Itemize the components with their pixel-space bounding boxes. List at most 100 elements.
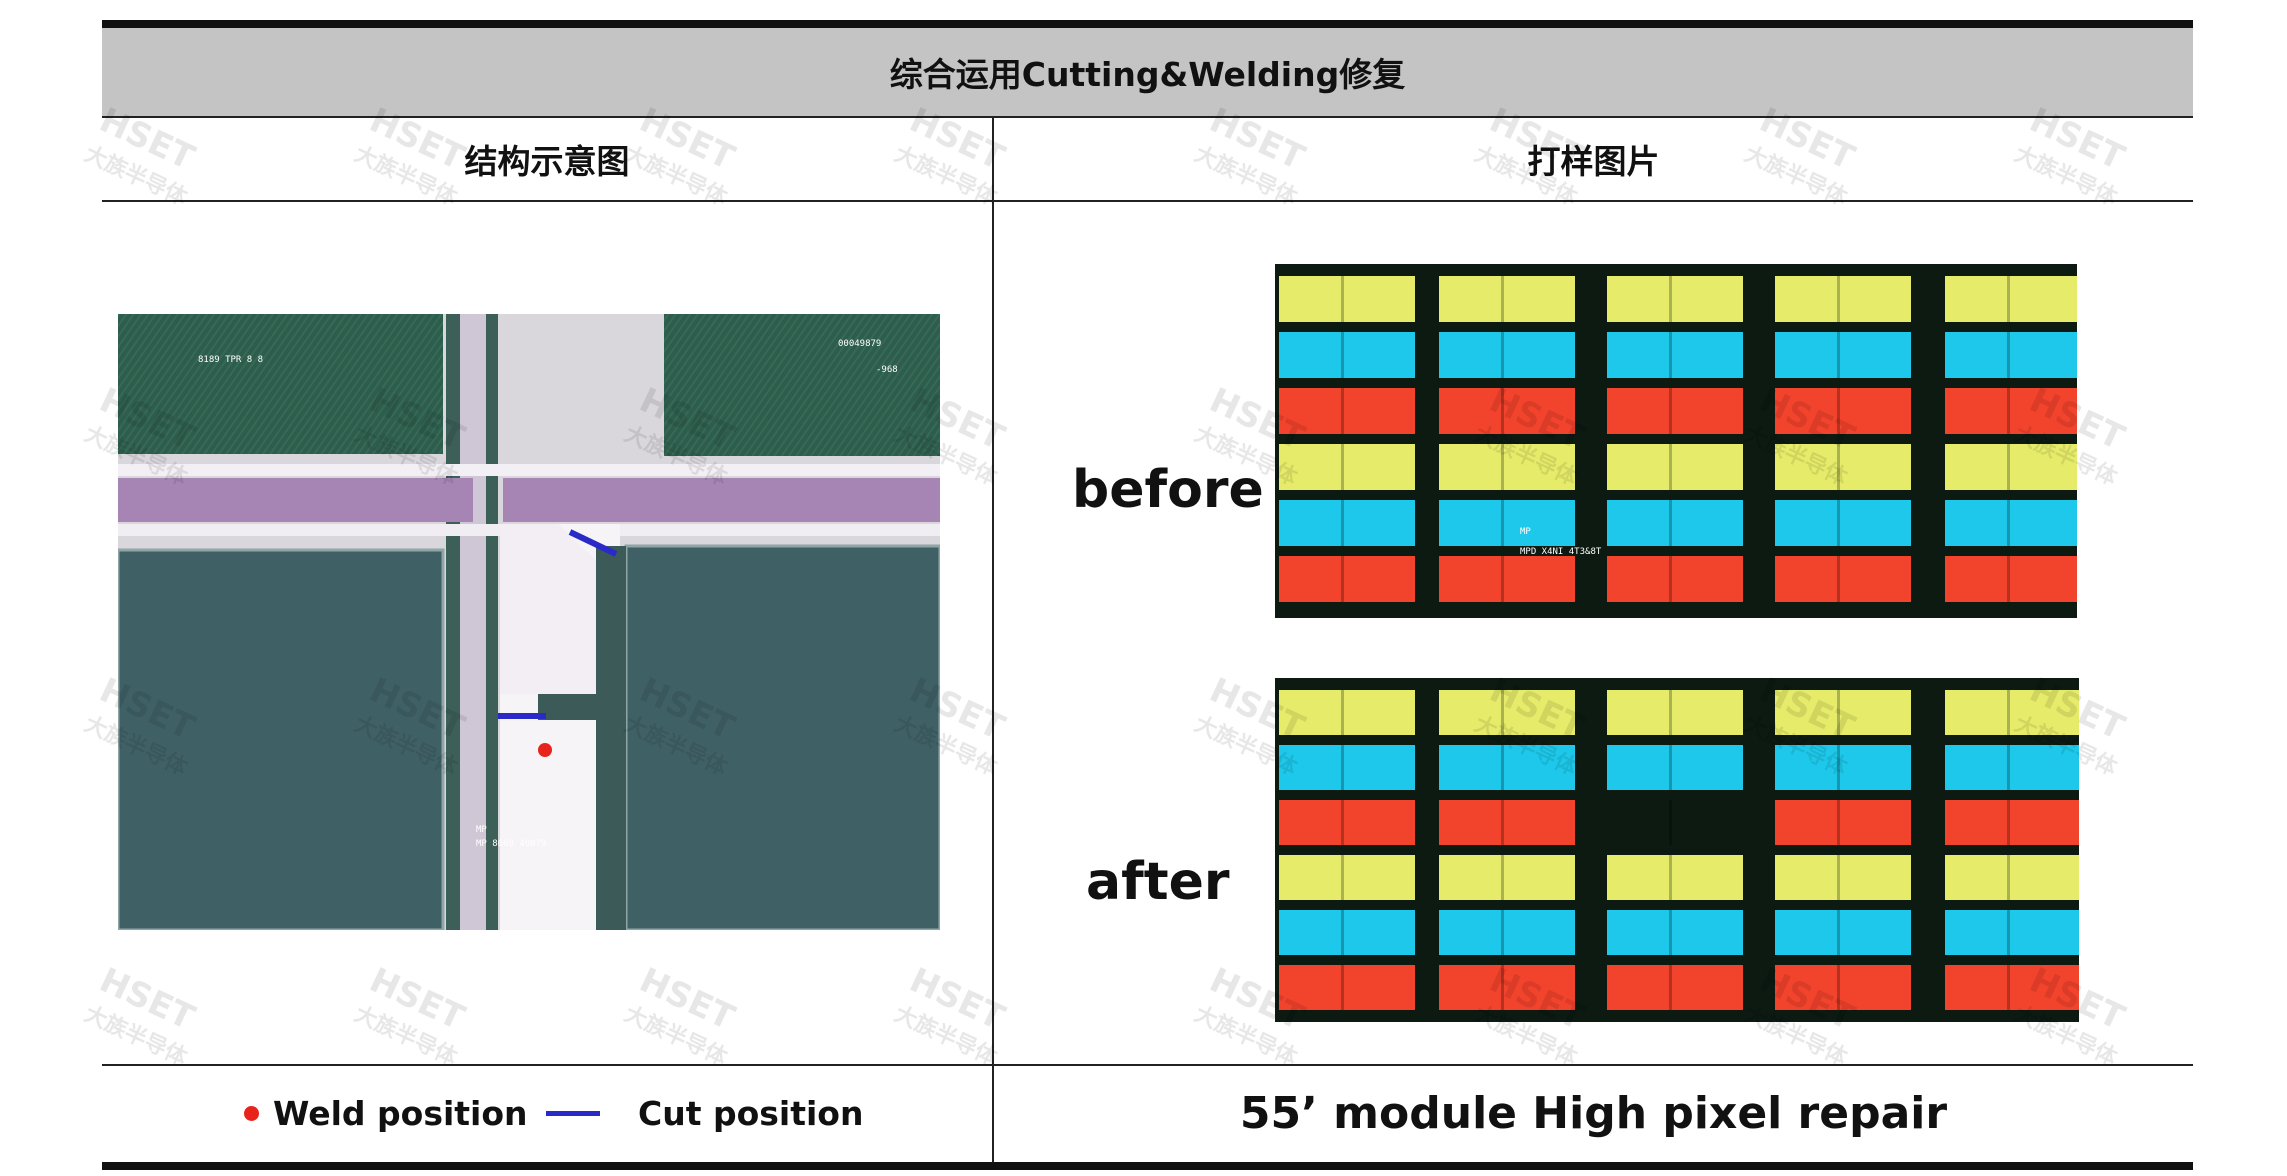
subpixel bbox=[1945, 800, 2079, 845]
subpixel-divider bbox=[1837, 500, 1840, 546]
subpixel bbox=[1945, 910, 2079, 955]
subpixel-divider bbox=[1341, 388, 1344, 434]
subpixel bbox=[1945, 690, 2079, 735]
subpixel-divider bbox=[1501, 855, 1504, 900]
subpixel-divider bbox=[2007, 800, 2010, 845]
subpixel-divider bbox=[1501, 388, 1504, 434]
subpixel-divider bbox=[1501, 690, 1504, 735]
schematic-overlay-text-2: 00049879 bbox=[838, 339, 881, 349]
subpixel-divider bbox=[1669, 500, 1672, 546]
subpixel-divider bbox=[1501, 556, 1504, 602]
subpixel-divider bbox=[1341, 332, 1344, 378]
schematic-overlay-text-3: -968 bbox=[876, 365, 898, 375]
subpixel bbox=[1279, 910, 1415, 955]
subpixel bbox=[1775, 690, 1911, 735]
subpixel-divider bbox=[1669, 332, 1672, 378]
subpixel-divider bbox=[1837, 965, 1840, 1010]
subpixel bbox=[1607, 332, 1743, 378]
subpixel bbox=[1279, 332, 1415, 378]
subpixel bbox=[1607, 910, 1743, 955]
subpixel-divider bbox=[1669, 855, 1672, 900]
subpixel bbox=[1279, 388, 1415, 434]
subpixel bbox=[1775, 332, 1911, 378]
subpixel-divider bbox=[2007, 500, 2010, 546]
after-photo bbox=[1275, 678, 2079, 1022]
right-column-header: 打样图片 bbox=[1527, 142, 1660, 181]
subpixel bbox=[1279, 556, 1415, 602]
subpixel bbox=[1439, 855, 1575, 900]
subpixel bbox=[1439, 444, 1575, 490]
subpixel bbox=[1607, 388, 1743, 434]
content-bottom-rule bbox=[102, 1064, 2193, 1066]
table-bottom-rule bbox=[102, 1162, 2193, 1170]
subpixel bbox=[1439, 690, 1575, 735]
table-top-rule bbox=[102, 20, 2193, 28]
sample-overlay-text-2: MPD X4NI 4T3&8T bbox=[1520, 547, 1602, 557]
subpixel-divider bbox=[1341, 745, 1344, 790]
subpixel-divider bbox=[2007, 690, 2010, 735]
subpixel bbox=[1775, 965, 1911, 1010]
subpixel bbox=[1607, 276, 1743, 322]
subpixel bbox=[1279, 500, 1415, 546]
subpixel-divider bbox=[2007, 388, 2010, 434]
before-label: before bbox=[1072, 460, 1264, 520]
subpixel-divider bbox=[1837, 910, 1840, 955]
sample-overlay-text-1: MP bbox=[1520, 527, 1531, 537]
schematic-micrograph: 8189 TPR 8 8 00049879 -968 MP MP 8669 49… bbox=[116, 314, 942, 932]
subpixel bbox=[1439, 332, 1575, 378]
subpixel-divider bbox=[2007, 332, 2010, 378]
subpixel-divider bbox=[1837, 690, 1840, 735]
subpixel bbox=[1607, 690, 1743, 735]
subpixel bbox=[1439, 910, 1575, 955]
subpixel bbox=[1439, 745, 1575, 790]
subpixel-divider bbox=[2007, 965, 2010, 1010]
after-label: after bbox=[1086, 852, 1230, 912]
schematic-overlay-text-4: MP bbox=[476, 825, 487, 835]
subpixel-divider bbox=[1669, 444, 1672, 490]
subpixel-divider bbox=[1501, 965, 1504, 1010]
subpixel bbox=[1775, 388, 1911, 434]
subpixel bbox=[1439, 556, 1575, 602]
subpixel-divider bbox=[1341, 910, 1344, 955]
subpixel-divider bbox=[1501, 276, 1504, 322]
subpixel-divider bbox=[1837, 855, 1840, 900]
subpixel-divider bbox=[1341, 800, 1344, 845]
subpixel bbox=[1439, 388, 1575, 434]
column-divider bbox=[992, 116, 994, 1162]
subpixel-divider bbox=[1837, 332, 1840, 378]
subpixel bbox=[1775, 745, 1911, 790]
schematic-overlay-text-1: 8189 TPR 8 8 bbox=[198, 355, 263, 365]
subpixel-divider bbox=[1669, 910, 1672, 955]
subpixel-divider bbox=[1501, 800, 1504, 845]
subpixel bbox=[1279, 690, 1415, 735]
subpixel-divider bbox=[1669, 276, 1672, 322]
subpixel bbox=[1279, 745, 1415, 790]
weld-position-label: Weld position bbox=[273, 1093, 528, 1133]
weld-dot bbox=[538, 743, 552, 757]
subpixel-divider bbox=[1341, 276, 1344, 322]
subpixel-divider bbox=[2007, 276, 2010, 322]
subpixel bbox=[1775, 800, 1911, 845]
subpixel bbox=[1775, 910, 1911, 955]
subpixel bbox=[1279, 444, 1415, 490]
subpixel bbox=[1945, 745, 2079, 790]
subpixel-divider bbox=[1669, 388, 1672, 434]
subpixel-divider bbox=[1501, 745, 1504, 790]
title-bottom-rule bbox=[102, 116, 2193, 118]
table-title: 综合运用Cutting&Welding修复 bbox=[102, 28, 2193, 116]
subpixel bbox=[1607, 444, 1743, 490]
subpixel-divider bbox=[1837, 556, 1840, 602]
subpixel-divider bbox=[1341, 965, 1344, 1010]
cut-mark-upper bbox=[568, 529, 618, 557]
subpixel bbox=[1607, 500, 1743, 546]
subpixel bbox=[1279, 276, 1415, 322]
subpixel bbox=[1775, 556, 1911, 602]
subpixel-divider bbox=[2007, 444, 2010, 490]
subpixel bbox=[1439, 800, 1575, 845]
subpixel bbox=[1945, 388, 2077, 434]
subpixel-divider bbox=[1669, 690, 1672, 735]
subpixel bbox=[1607, 556, 1743, 602]
subpixel bbox=[1945, 855, 2079, 900]
